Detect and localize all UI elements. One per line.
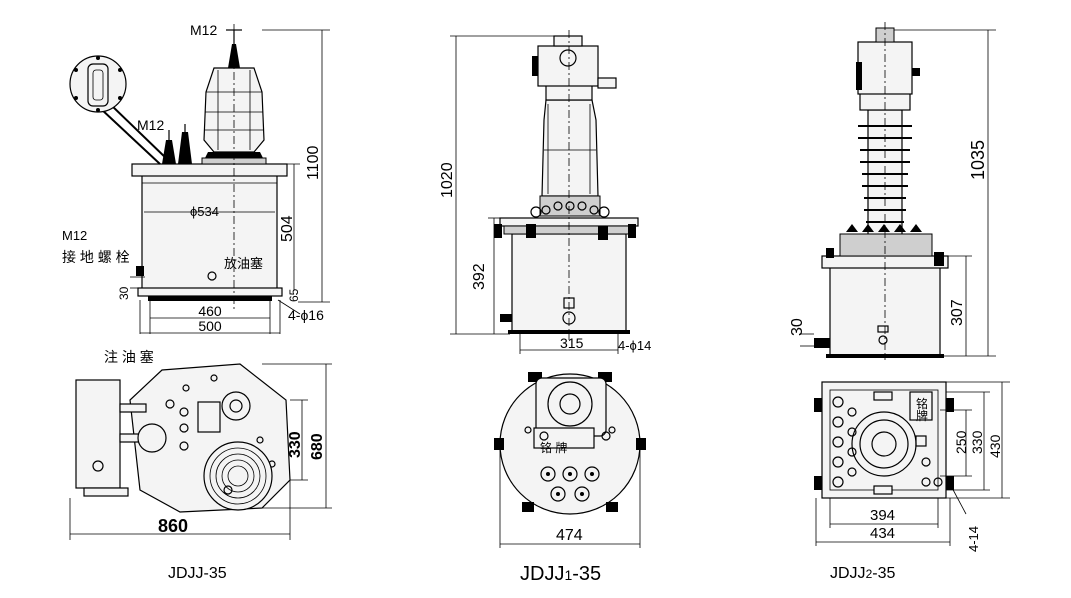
jdjj35-model-name: JDJJ-35 — [168, 565, 227, 582]
jdjj35-height-dim: 1100 — [305, 145, 322, 180]
jdjj35-plan-w-dim: 860 — [158, 516, 188, 536]
jdjj35-base-h-dim: 65 — [287, 288, 301, 302]
jdjj2-plan-terminals — [832, 396, 943, 488]
jdjj2-plan-w1-dim: 394 — [870, 507, 895, 524]
jdjj2-nameplate-b: 牌 — [916, 409, 928, 423]
jdjj1-elevation — [450, 30, 639, 354]
jdjj35-ground-label-1: M12 — [62, 228, 87, 243]
jdjj1-base-w-dim: 315 — [560, 335, 584, 351]
jdjj35-fill-plug-label: 注 油 塞 — [104, 349, 154, 365]
jdjj2-ground-h-dim: 30 — [789, 318, 806, 336]
jdjj35-plan — [69, 363, 332, 540]
jdjj2-plan-h3-dim: 430 — [987, 434, 1003, 458]
jdjj35-plan-bushing — [203, 441, 273, 511]
jdjj35-small-bushing-1 — [162, 140, 176, 164]
jdjj35-holes-dim: 4-ϕ16 — [288, 307, 324, 323]
jdjj2-ground-bolt — [814, 338, 830, 348]
jdjj1-nameplate-label: 铭 牌 — [540, 440, 567, 455]
jdjj2-elevation — [800, 22, 996, 360]
jdjj35-diameter-dim: ϕ534 — [190, 204, 219, 219]
jdjj1-holes-dim: 4-ϕ14 — [618, 338, 651, 353]
jdjj35-elevation — [69, 24, 330, 334]
jdjj35-small-bushing-2 — [178, 132, 192, 164]
jdjj35-base-foot — [148, 296, 272, 301]
jdjj35-ground-label-2: 接 地 螺 栓 — [62, 249, 130, 265]
jdjj35-ground-bolt — [136, 266, 144, 276]
jdjj35-drain-plug-label: 放油塞 — [224, 256, 263, 271]
jdjj1-tank-height-dim: 392 — [471, 263, 488, 290]
jdjj2-tank-height-dim: 307 — [949, 299, 966, 326]
jdjj2-plan-bushing — [851, 411, 917, 477]
jdjj2-plan-h1-dim: 250 — [953, 430, 969, 454]
jdjj35-bolt-top-label: M12 — [190, 22, 217, 38]
jdjj35-bolt-mid-label: M12 — [137, 117, 164, 133]
jdjj35-tank-height-dim: 504 — [279, 215, 296, 242]
jdjj1-model-name: JDJJ1-35 — [520, 563, 601, 585]
jdjj35-tank-cover — [131, 163, 288, 177]
jdjj2-plan-h2-dim: 330 — [969, 430, 985, 454]
jdjj35-plan-gauge — [75, 379, 121, 489]
jdjj35-tank — [141, 174, 278, 291]
jdjj2-plan-w2-dim: 434 — [870, 525, 895, 542]
jdjj35-base-w1-dim: 460 — [198, 303, 222, 319]
jdjj2-model-name: JDJJ2-35 — [830, 565, 895, 582]
jdjj2-height-dim: 1035 — [968, 140, 988, 180]
jdjj1-plan-w-dim: 474 — [556, 527, 583, 544]
jdjj2-plan — [814, 381, 1010, 546]
jdjj2-holes-dim: 4-14 — [966, 526, 981, 552]
jdjj35-plan-h1-dim: 330 — [287, 431, 304, 458]
jdjj35-base-w2-dim: 500 — [198, 318, 222, 334]
jdjj2-nameplate-a: 铭 — [916, 396, 928, 411]
jdjj1-plan — [494, 372, 646, 548]
jdjj35-plan-h2-dim: 680 — [309, 433, 326, 460]
jdjj35-ground-h-dim: 30 — [117, 286, 131, 300]
jdjj35-base — [137, 287, 283, 297]
jdjj35-drain-plug — [207, 271, 217, 281]
jdjj1-height-dim: 1020 — [439, 162, 456, 198]
